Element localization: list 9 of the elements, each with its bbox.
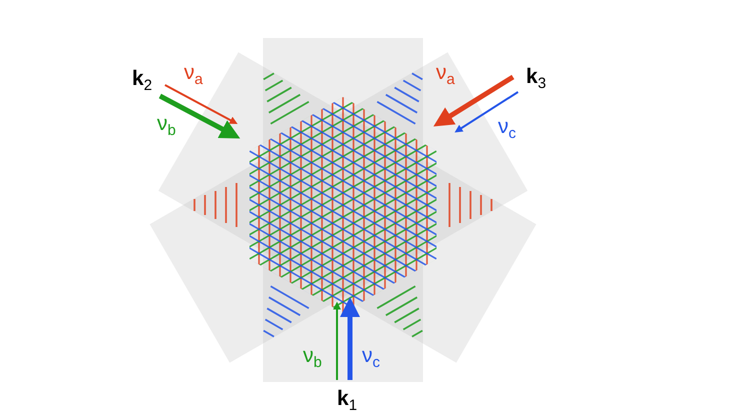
wave-vector-label: k$_{3}$ — [526, 66, 546, 91]
frequency-label: ν$_{b}$ — [303, 345, 322, 370]
frequency-label: ν$_{c}$ — [498, 116, 516, 141]
frequency-label: ν$_{a}$ — [436, 62, 455, 87]
wave-vector-label: k$_{2}$ — [132, 68, 152, 93]
wave-vector-label: k$_{1}$ — [337, 388, 358, 413]
frequency-label: ν$_{a}$ — [184, 62, 203, 87]
frequency-label: ν$_{b}$ — [157, 113, 176, 138]
frequency-label: ν$_{c}$ — [362, 345, 380, 370]
